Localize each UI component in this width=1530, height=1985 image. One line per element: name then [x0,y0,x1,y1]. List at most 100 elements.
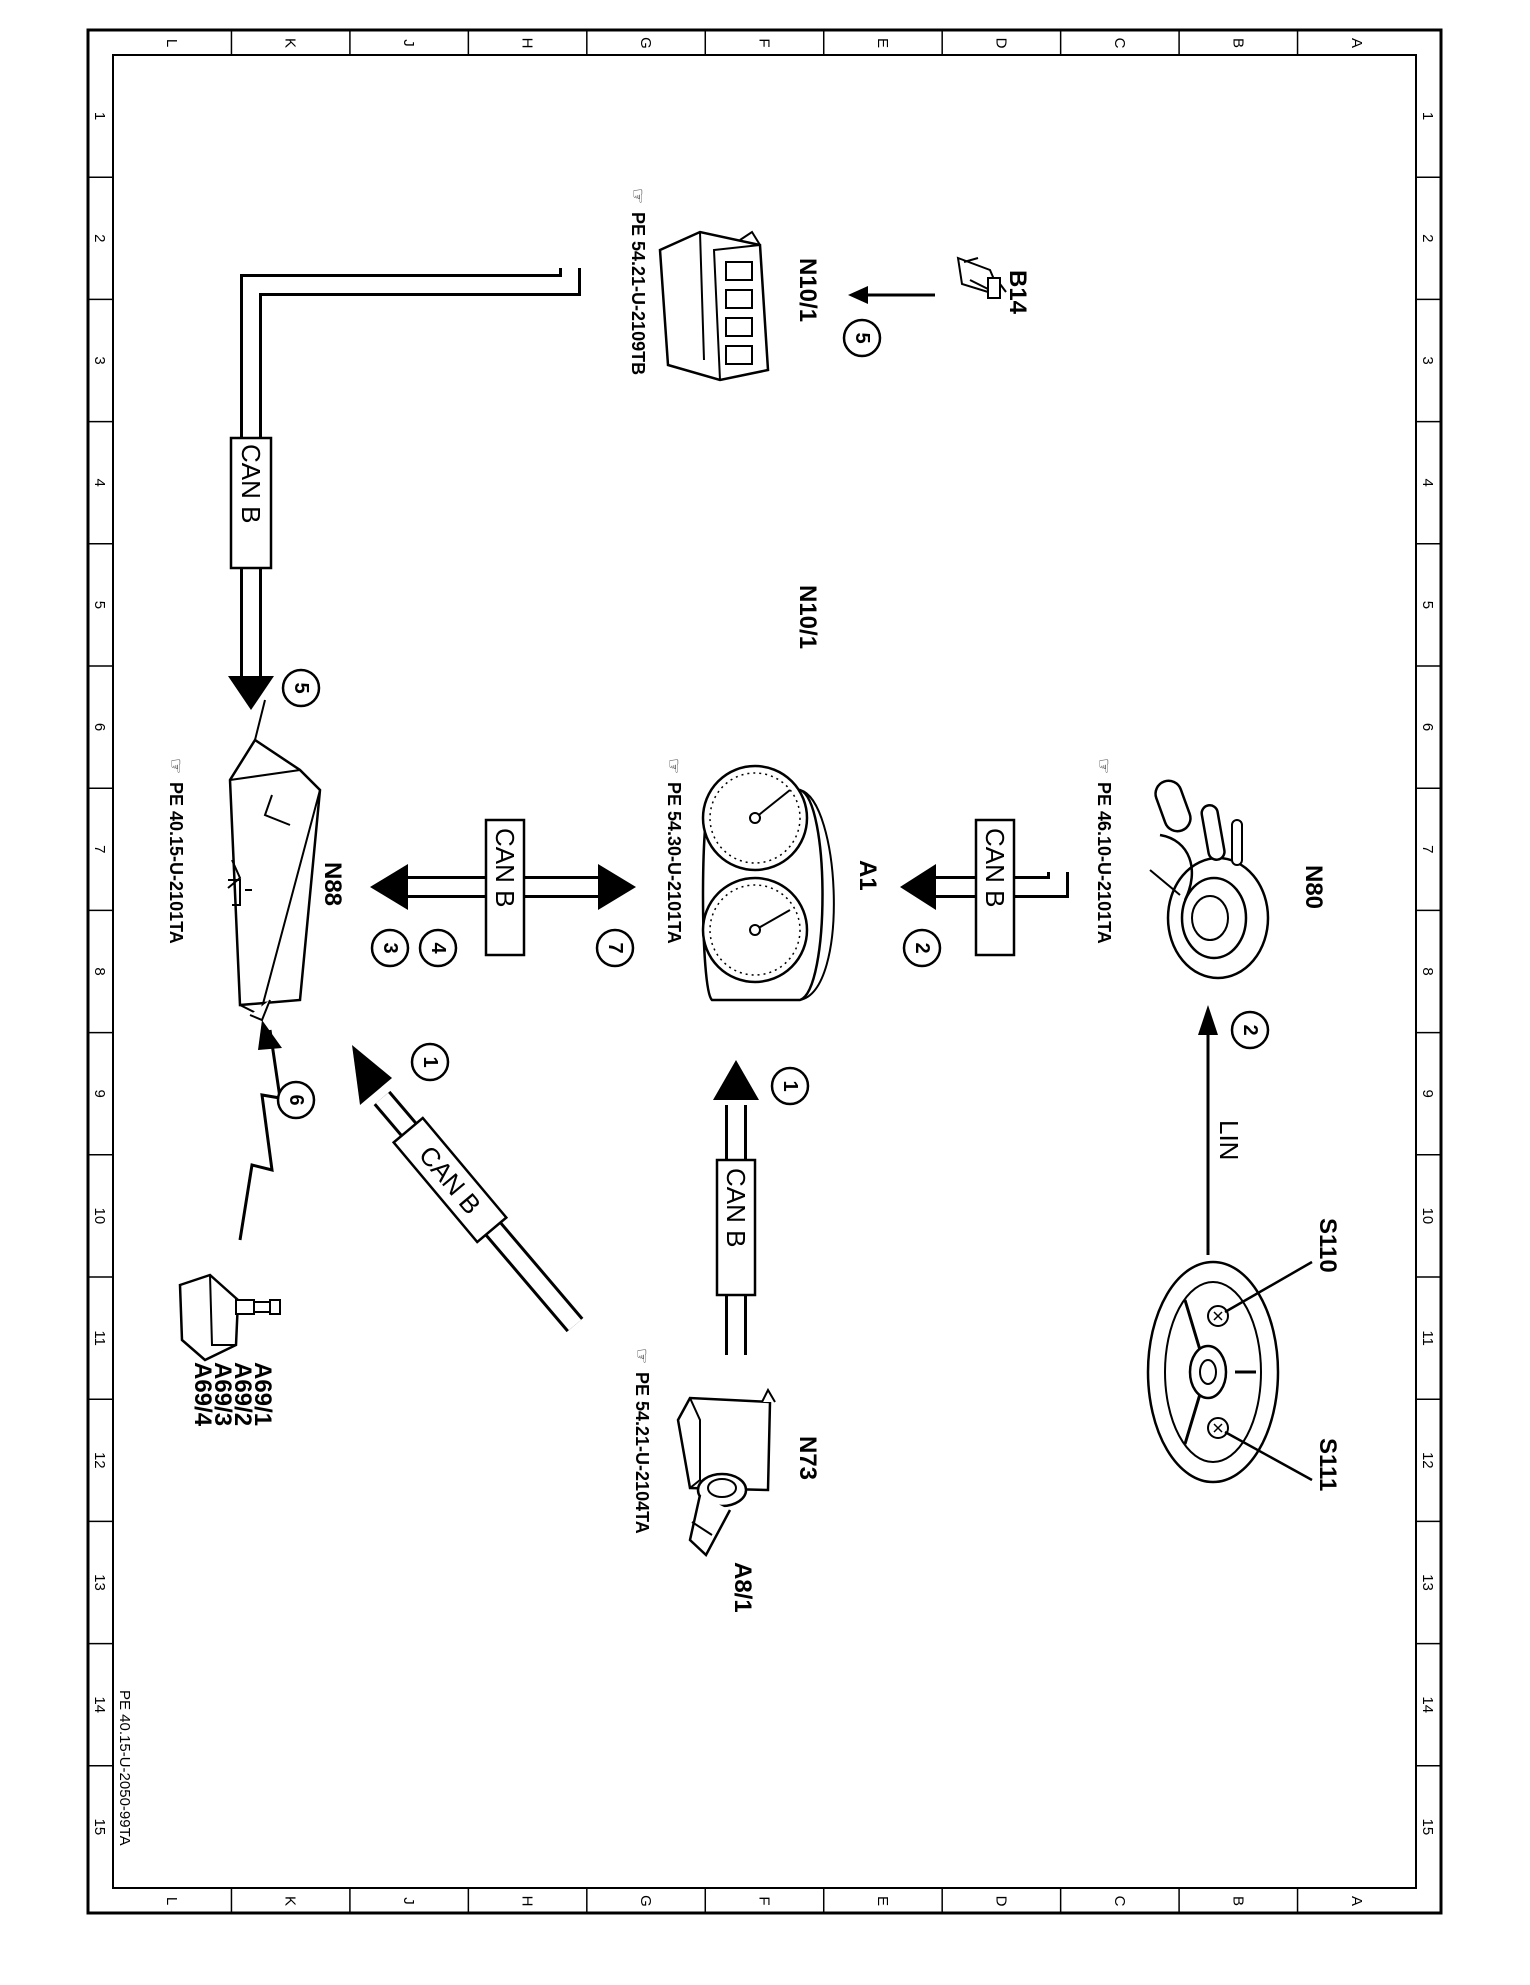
step-n10-n88-badge: 5 [281,668,321,708]
a69-4-label: A69/4 [189,1362,216,1427]
grid-column-label: A [1348,1896,1365,1906]
n10-1-sam-module-icon [658,230,770,382]
grid-row-label: 3 [91,356,108,364]
grid-column-label: K [282,38,299,48]
grid-row-label: 8 [1419,967,1436,975]
grid-row-label: 9 [91,1090,108,1098]
grid-column-label: E [874,1896,891,1906]
grid-column-label: F [756,1896,773,1905]
grid-row-label: 13 [1419,1574,1436,1591]
step-n88-a1-a-badge: 4 [418,928,458,968]
n73-label: N73 [794,1436,821,1480]
inner-frame [112,54,1417,1889]
grid-column-label: K [282,1896,299,1906]
grid-row-label: 12 [91,1452,108,1469]
step-n80-a1-badge: 2 [902,928,942,968]
b14-sensor-icon [956,256,1007,299]
grid-column-label: F [756,38,773,47]
step-n80-a1-number: 2 [911,942,933,953]
step-a1-n88-number: 7 [604,942,626,953]
grid-row-label: 5 [91,601,108,609]
step-a69-n88-number: 6 [285,1094,307,1105]
grid-column-label: H [519,1896,536,1907]
grid-row-label: 11 [1419,1330,1436,1346]
a69-1-label: A69/1 [249,1362,276,1426]
step-n10-n88-number: 5 [290,682,312,693]
grid-row-label: 10 [1419,1208,1436,1225]
svg-text:☞: ☞ [1094,758,1114,774]
a8-1-label: A8/1 [729,1562,756,1613]
a1-instrument-cluster-icon [701,764,835,1002]
n80-reference-text: PE 46.10-U-2101TA [1094,782,1114,944]
can-b-tag-n10-n88-text: CAN B [236,444,266,523]
a69-3-label: A69/3 [209,1362,236,1426]
step-s110-n80-number: 2 [1239,1024,1261,1035]
grid-row-label: 2 [91,234,108,242]
grid-column-label: L [163,1897,180,1905]
steering-wheel-icon [1146,1260,1280,1484]
n10-1-reference: ☞ PE 54.21-U-2109TB [628,188,648,375]
grid-row-label: 6 [1419,723,1436,731]
grid-column-label: C [1111,38,1128,49]
n10-1-top-label: N10/1 [794,258,821,322]
grid-column-label: C [1111,1896,1128,1907]
grid-row-label: 15 [1419,1819,1436,1836]
grid-row-label: 7 [91,845,108,853]
n88-reference-text: PE 40.15-U-2101TA [166,782,186,944]
step-n73-a1-number: 1 [779,1080,801,1091]
n80-steering-module-icon [1149,779,1270,980]
grid-row-label: 10 [91,1208,108,1225]
can-b-tag-n80-a1-text: CAN B [980,828,1010,907]
s111-leader-line [1224,1430,1313,1482]
can-b-wire-n10-n88 [240,268,581,680]
grid-column-label: G [637,1895,654,1907]
n10-1-reference-text: PE 54.21-U-2109TB [628,212,648,375]
grid-column-label: E [874,38,891,48]
svg-text:☞: ☞ [628,188,648,204]
n80-label: N80 [1300,865,1327,909]
grid-column-label: J [400,39,417,47]
n88-label: N88 [319,862,346,906]
grid-column-label: D [992,38,1009,49]
a1-label: A1 [854,860,881,891]
svg-text:☞: ☞ [664,758,684,774]
grid-column-label: L [163,39,180,47]
grid-row-label: 15 [91,1819,108,1836]
s110-leader-line [1224,1260,1313,1314]
n88-reference: ☞ PE 40.15-U-2101TA [166,758,186,944]
a69-labels: A69/1 A69/2 A69/3 A69/4 [189,1362,276,1427]
grid-row-label: 13 [91,1574,108,1591]
grid-column-label: J [400,1897,417,1905]
n88-control-unit-icon [227,699,322,1022]
grid-column-label: B [1229,38,1246,48]
grid-row-label: 12 [1419,1452,1436,1469]
can-b-tag-a1-n88-text: CAN B [490,828,520,907]
grid-row-label: 5 [1419,601,1436,609]
can-b-tag-n73-n88: CAN B [391,1116,509,1244]
grid-column-label: A [1348,38,1365,48]
grid-ticks [88,30,1441,1913]
grid-row-label: 4 [91,479,108,487]
step-a69-n88-badge: 6 [276,1080,316,1120]
svg-text:☞: ☞ [166,758,186,774]
grid-row-label: 7 [1419,845,1436,853]
n10-1-mid-label: N10/1 [794,585,821,649]
step-n73-n88-number: 1 [419,1056,441,1067]
step-n88-a1-b-badge: 3 [370,928,410,968]
step-n88-a1-b-number: 3 [379,942,401,953]
grid-column-label: G [637,37,654,49]
grid-column-label: B [1229,1896,1246,1906]
grid-column-label: D [992,1896,1009,1907]
grid-row-label: 14 [1419,1696,1436,1713]
a69-2-label: A69/2 [229,1362,256,1426]
n73-ignition-switch-icon [676,1387,776,1558]
s111-label: S111 [1314,1438,1341,1491]
grid-row-label: 1 [91,112,108,120]
grid-column-label: H [519,38,536,49]
a1-reference-text: PE 54.30-U-2101TA [664,782,684,944]
n80-reference: ☞ PE 46.10-U-2101TA [1094,758,1114,944]
a69-tire-sensor-icon [178,1273,281,1362]
step-a1-n88-badge: 7 [595,928,635,968]
can-b-tag-a1-n88: CAN B [484,818,526,957]
